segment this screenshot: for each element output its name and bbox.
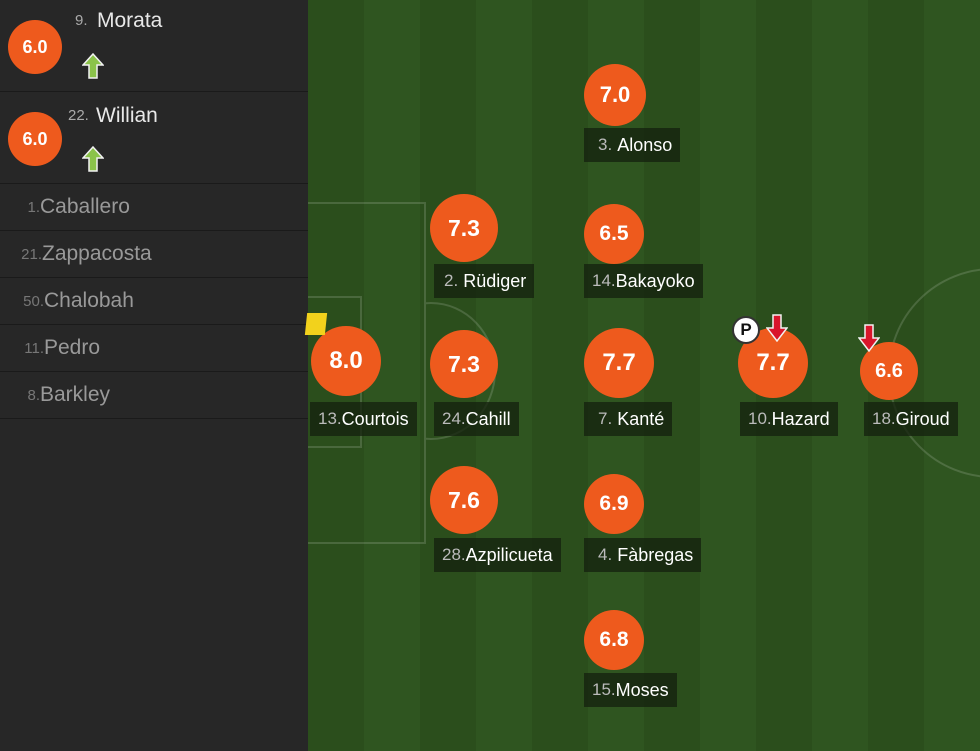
bench-row[interactable]: 1. Caballero [0,184,308,231]
player-number: 10. [748,409,772,428]
sub-out-arrow-icon [766,314,788,342]
player-rating: 6.6 [860,342,918,400]
player-number: 15. [592,680,616,699]
sub-in-row-morata[interactable]: 6.0 9. Morata [0,0,308,92]
player-name: Azpilicueta [465,544,553,565]
player-rating: 7.6 [430,466,498,534]
sub-out-arrow-icon [858,324,880,352]
player-label: 10.Hazard [740,402,838,436]
player-number: 1. [27,198,40,216]
player-number: 22. [68,107,89,124]
player-label: 4. Fàbregas [584,538,702,572]
bench-row[interactable]: 21. Zappacosta [0,231,308,278]
penalty-area-line [308,202,426,544]
player-number: 3. [598,135,613,154]
player-name: Caballero [40,195,130,218]
bench-row[interactable]: 8. Barkley [0,372,308,419]
player-name: Morata [97,9,163,32]
sub-in-arrow-icon [82,146,104,172]
player-label: 2. Rüdiger [434,264,535,298]
player-number: 24. [442,409,466,428]
player-number: 2. [444,271,459,290]
player-number: 50. [23,292,44,310]
player-label: 13.Courtois [310,402,417,436]
player-rating: 6.0 [8,112,62,166]
player-rating: 6.5 [584,204,644,264]
penalty-icon: P [732,316,760,344]
bench-row[interactable]: 50. Chalobah [0,278,308,325]
bench-row[interactable]: 11. Pedro [0,325,308,372]
player-name: Barkley [40,383,111,406]
sub-in-arrow-icon [82,53,104,79]
player-number: 18. [872,409,896,428]
player-number: 13. [318,409,342,428]
player-number: 14. [592,271,616,290]
player-rating: 7.0 [584,64,646,126]
player-name: Willian [96,104,158,127]
player-name: Rüdiger [463,270,527,291]
player-rating: 6.0 [8,20,62,74]
player-name: Cahill [465,408,511,429]
player-number: 11. [24,339,44,357]
yellow-card-icon [304,313,328,335]
player-rating: 6.8 [584,610,644,670]
player-number: 7. [598,409,613,428]
player-name: Pedro [44,336,101,359]
player-name: Kanté [617,408,665,429]
player-label: 15.Moses [584,673,677,707]
substitutes-panel: 6.0 9. Morata 6.0 22. Willian 1. Caballe… [0,0,308,751]
player-name: Bakayoko [615,270,695,291]
player-label: 24.Cahill [434,402,519,436]
player-label: 18.Giroud [864,402,958,436]
player-name: Alonso [617,134,673,155]
player-number: 28. [442,545,466,564]
sub-in-row-willian[interactable]: 6.0 22. Willian [0,92,308,184]
player-label: 7. Kanté [584,402,673,436]
player-name: Hazard [771,408,830,429]
player-number: 21. [21,245,42,263]
player-rating: 6.9 [584,474,644,534]
player-number: 4. [598,545,613,564]
player-name: Giroud [895,408,950,429]
player-name: Moses [615,679,669,700]
player-rating: 8.0 [311,326,381,396]
player-number: 9. [75,12,88,29]
player-rating: 7.7 [584,328,654,398]
player-name: Courtois [341,408,409,429]
player-name: Fàbregas [617,544,694,565]
player-rating: 7.3 [430,194,498,262]
player-name: Zappacosta [42,242,152,265]
player-label: 14.Bakayoko [584,264,703,298]
player-label: 3. Alonso [584,128,681,162]
player-name: Chalobah [44,289,134,312]
player-rating: 7.3 [430,330,498,398]
player-label: 28.Azpilicueta [434,538,561,572]
player-number: 8. [27,386,40,404]
